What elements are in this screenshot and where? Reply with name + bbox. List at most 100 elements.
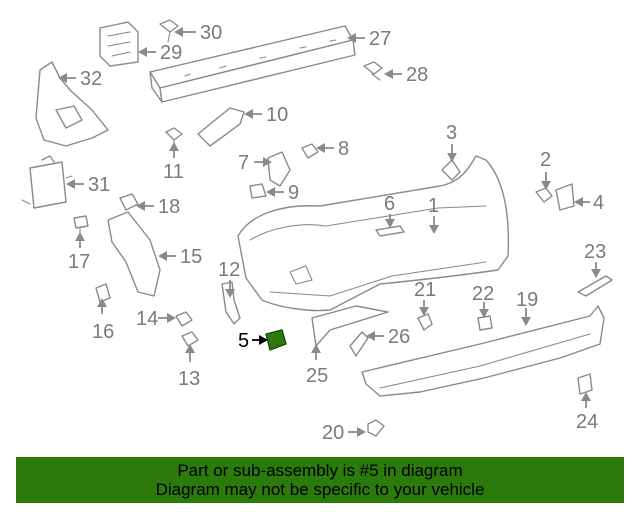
svg-text:5: 5 — [238, 330, 249, 352]
callout-6: 6 — [384, 193, 395, 228]
svg-text:16: 16 — [92, 321, 114, 343]
callout-4: 4 — [574, 192, 604, 214]
callout-5-highlighted: 5 — [238, 330, 268, 352]
svg-text:31: 31 — [88, 174, 110, 196]
callout-20: 20 — [322, 422, 366, 444]
svg-text:4: 4 — [593, 192, 604, 214]
callout-18: 18 — [136, 196, 180, 218]
footer-line-2: Diagram may not be specific to your vehi… — [155, 480, 485, 499]
svg-text:27: 27 — [369, 28, 391, 50]
svg-text:17: 17 — [68, 251, 90, 273]
callout-31: 31 — [66, 174, 110, 196]
part-27-reinforcement — [149, 25, 356, 103]
callout-24: 24 — [576, 392, 598, 433]
svg-text:10: 10 — [266, 104, 288, 126]
part-20-bolt — [367, 419, 385, 437]
callout-19: 19 — [516, 289, 538, 326]
svg-text:15: 15 — [180, 246, 202, 268]
svg-text:7: 7 — [238, 152, 249, 174]
part-16-clip — [95, 283, 111, 303]
callout-17: 17 — [68, 232, 90, 273]
svg-text:18: 18 — [158, 196, 180, 218]
callout-2: 2 — [540, 149, 551, 190]
callout-29: 29 — [138, 42, 182, 64]
svg-text:19: 19 — [516, 289, 538, 311]
part-28-bolt — [363, 61, 383, 81]
svg-text:25: 25 — [306, 365, 328, 387]
part-1-bumper-cover — [237, 155, 510, 312]
svg-text:26: 26 — [388, 326, 410, 348]
callout-3: 3 — [446, 122, 457, 162]
footer-line-1: Part or sub-assembly is #5 in diagram — [177, 461, 463, 480]
callout-7: 7 — [238, 152, 272, 174]
callout-26: 26 — [366, 326, 410, 348]
part-13-bolt — [181, 331, 199, 347]
svg-text:14: 14 — [136, 308, 158, 330]
part-29-bracket — [99, 21, 139, 67]
part-15-bracket — [107, 211, 161, 297]
part-18-nut — [119, 193, 139, 211]
svg-text:20: 20 — [322, 422, 344, 444]
svg-text:6: 6 — [384, 193, 395, 215]
part-14-bolt — [175, 311, 193, 327]
callout-9: 9 — [266, 182, 299, 204]
part-19-lower-cover — [361, 305, 605, 397]
svg-text:22: 22 — [472, 283, 494, 305]
parts-diagram: 30 29 27 32 28 10 11 3 — [21, 19, 613, 444]
callout-25: 25 — [306, 344, 328, 387]
part-25-bracket — [311, 305, 389, 347]
callout-10: 10 — [244, 104, 288, 126]
svg-text:28: 28 — [406, 64, 428, 86]
part-12-bracket — [221, 281, 241, 325]
svg-text:24: 24 — [576, 411, 598, 433]
part-3-cover — [441, 159, 461, 181]
svg-text:9: 9 — [288, 182, 299, 204]
callout-21: 21 — [414, 279, 436, 316]
callout-16: 16 — [92, 298, 114, 343]
part-6-reflector — [375, 225, 405, 237]
svg-text:2: 2 — [540, 149, 551, 171]
callout-14: 14 — [136, 308, 176, 330]
callout-30: 30 — [174, 22, 222, 44]
callout-28: 28 — [384, 64, 428, 86]
part-4-cover — [555, 183, 575, 211]
callout-22: 22 — [472, 283, 494, 318]
part-17-clip — [73, 215, 89, 237]
svg-text:11: 11 — [163, 161, 184, 183]
callout-27: 27 — [347, 28, 391, 50]
svg-text:12: 12 — [218, 259, 240, 281]
svg-text:23: 23 — [584, 241, 606, 263]
part-30-bolt — [159, 19, 179, 43]
part-22-clip — [477, 315, 493, 331]
svg-text:29: 29 — [160, 42, 182, 64]
part-31-module — [21, 155, 73, 209]
part-26-bracket — [349, 331, 369, 357]
callout-13: 13 — [178, 344, 200, 390]
svg-text:8: 8 — [338, 138, 349, 160]
part-5-highlighted — [265, 329, 287, 351]
part-9-clip — [249, 183, 267, 199]
part-8-bolt — [301, 143, 319, 159]
part-2-bolt — [535, 187, 553, 203]
svg-text:1: 1 — [428, 195, 439, 217]
callout-15: 15 — [158, 246, 202, 268]
callout-8: 8 — [316, 138, 349, 160]
callout-12: 12 — [218, 259, 240, 298]
footer-banner: Part or sub-assembly is #5 in diagram Di… — [16, 457, 624, 503]
part-7-bracket — [267, 151, 291, 187]
svg-text:13: 13 — [178, 368, 200, 390]
callout-23: 23 — [584, 241, 606, 278]
svg-text:3: 3 — [446, 122, 457, 144]
callout-1: 1 — [428, 195, 439, 234]
part-21-clip — [417, 313, 433, 331]
part-10-bracket — [197, 107, 245, 147]
callout-32: 32 — [58, 68, 102, 90]
part-24-cover — [577, 373, 593, 395]
callout-11: 11 — [163, 142, 184, 183]
svg-text:21: 21 — [414, 279, 436, 301]
svg-text:32: 32 — [80, 68, 102, 90]
part-23-reflector — [577, 275, 613, 297]
svg-text:30: 30 — [200, 22, 222, 44]
part-32-bracket — [35, 61, 109, 147]
